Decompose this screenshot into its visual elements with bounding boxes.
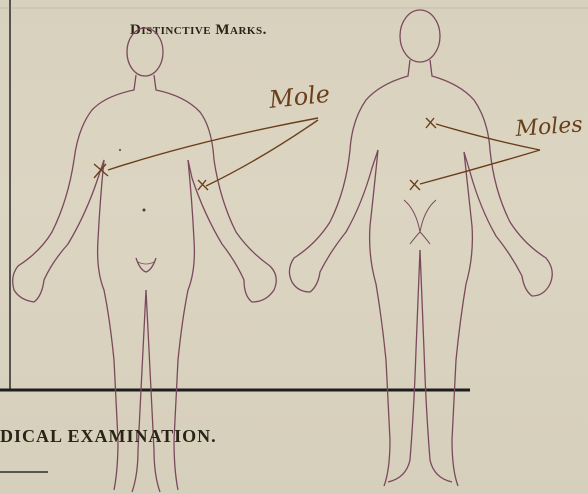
mole-annotations (94, 118, 540, 190)
mole-mark-back-lower (410, 180, 420, 190)
pointer-line-back-2 (420, 150, 540, 184)
handwritten-note-front: Mole (267, 80, 331, 114)
handwritten-note-back: Moles (514, 112, 584, 142)
pointer-line-front-1 (108, 118, 318, 170)
medical-examination-heading: DICAL EXAMINATION. (0, 426, 217, 447)
ink-speck (143, 209, 146, 212)
front-body-outline (13, 28, 277, 492)
mole-mark-back-upper (426, 118, 436, 128)
back-body-outline (289, 10, 552, 486)
ink-speck (119, 149, 121, 151)
